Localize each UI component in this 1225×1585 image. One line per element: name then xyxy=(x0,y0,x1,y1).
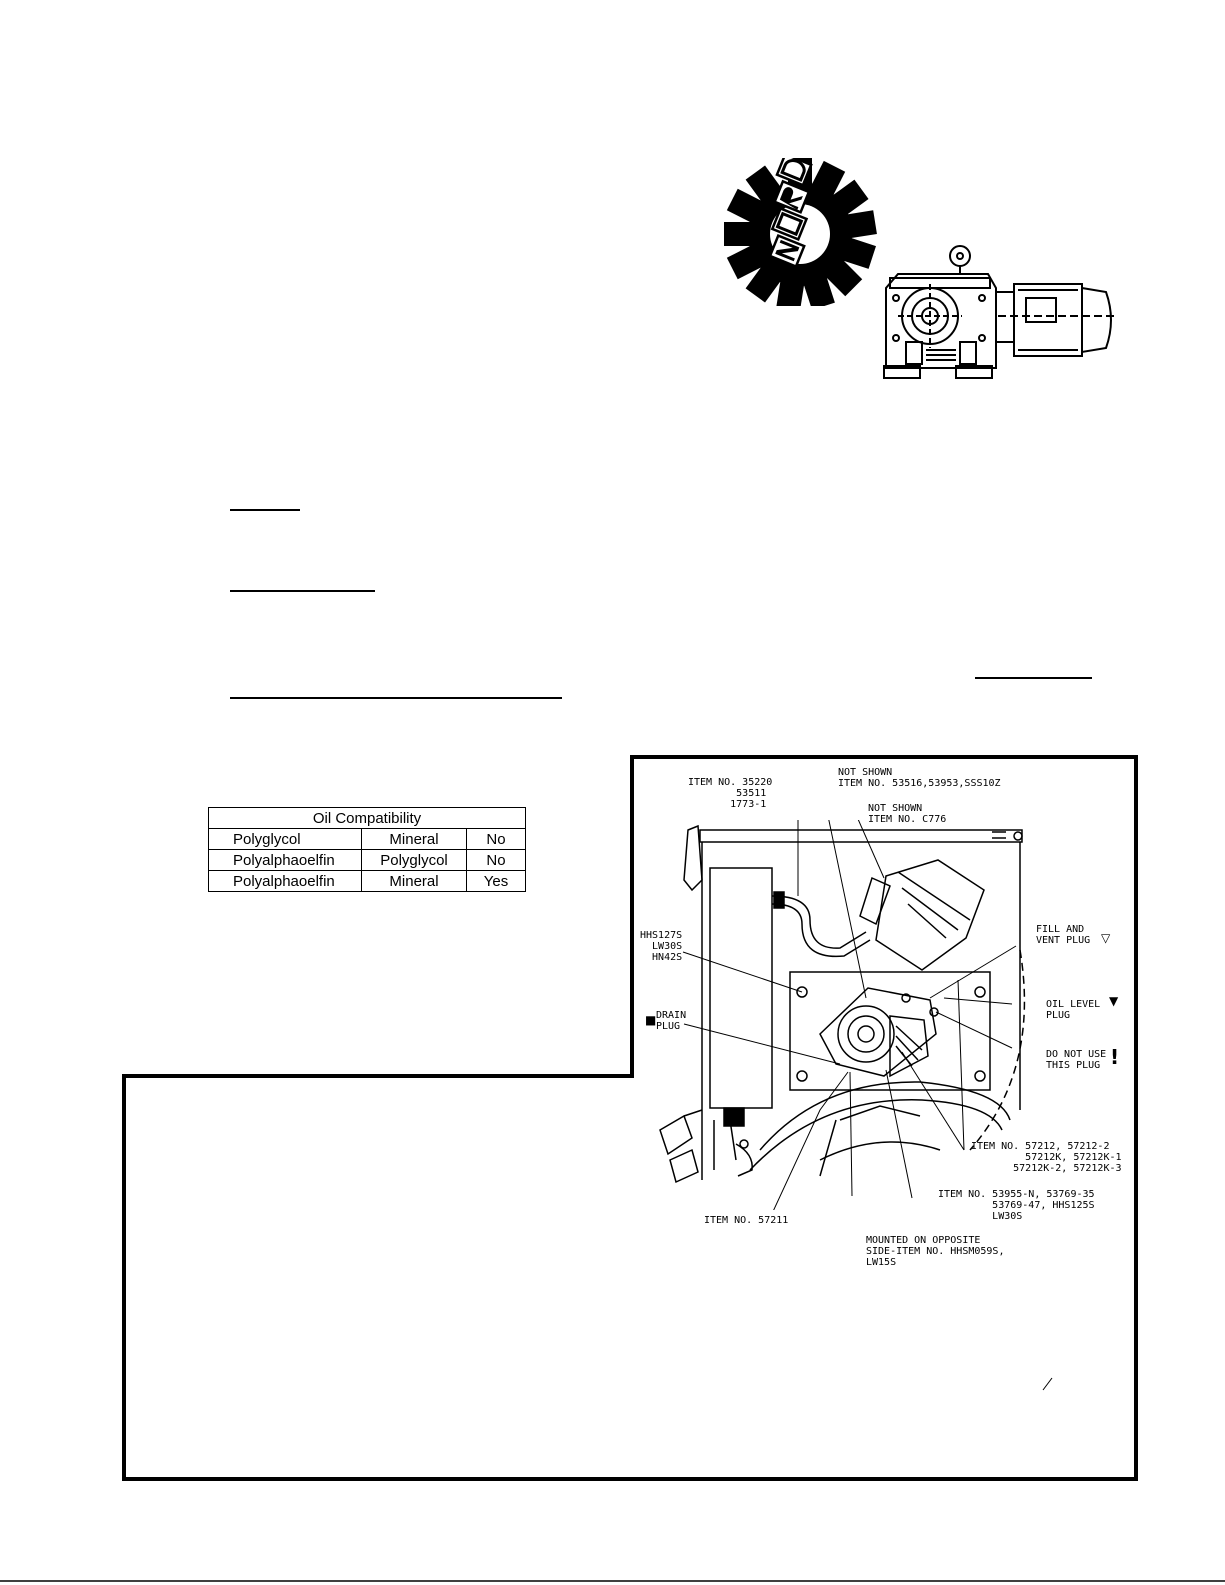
table-cell: Polyglycol xyxy=(361,849,467,871)
label-oil-level-plug: OIL LEVEL PLUG xyxy=(1046,999,1101,1021)
blank-underline-4 xyxy=(230,697,562,699)
label-fill-vent-plug: FILL AND VENT PLUG xyxy=(1036,924,1091,946)
table-cell: Polyalphaoelfin xyxy=(208,870,362,892)
do-not-use-symbol: ! xyxy=(1110,1045,1120,1069)
oil-compatibility-table: Oil Compatibility Polyglycol Mineral No … xyxy=(208,807,526,892)
blank-underline-2 xyxy=(230,590,375,592)
label-hhs127s: HHS127S LW30S HN42S xyxy=(640,930,683,963)
label-not-shown-2: NOT SHOWN ITEM NO. C776 xyxy=(868,803,947,825)
table-cell: Mineral xyxy=(361,870,467,892)
label-mounted-opposite: MOUNTED ON OPPOSITE SIDE-ITEM NO. HHSM05… xyxy=(866,1235,1005,1268)
table-row: Polyglycol Mineral No xyxy=(208,828,526,850)
table-cell: Polyalphaoelfin xyxy=(208,849,362,871)
blank-underline-1 xyxy=(230,509,300,511)
label-drain-plug: DRAIN PLUG xyxy=(656,1010,687,1032)
blank-underline-3 xyxy=(975,677,1092,679)
label-item-57212: ITEM NO. 57212, 57212-2 57212K, 57212K-1… xyxy=(971,1141,1122,1174)
oil-level-symbol: ▼ xyxy=(1109,994,1119,1008)
table-row: Polyalphaoelfin Polyglycol No xyxy=(208,849,526,871)
label-do-not-use-plug: DO NOT USE THIS PLUG xyxy=(1046,1049,1107,1071)
label-not-shown-1: NOT SHOWN ITEM NO. 53516,53953,SSS10Z xyxy=(838,767,1001,789)
gearbox-diagram xyxy=(659,820,1026,1210)
nord-logo xyxy=(724,158,877,306)
drain-plug-symbol: ■ xyxy=(645,1013,657,1027)
label-item-53955: ITEM NO. 53955-N, 53769-35 53769-47, HHS… xyxy=(938,1189,1095,1222)
table-row: Polyalphaoelfin Mineral Yes xyxy=(208,870,526,892)
fill-vent-symbol: ▽ xyxy=(1101,931,1111,945)
table-cell: Yes xyxy=(466,870,526,892)
label-item-35220: ITEM NO. 35220 53511 1773-1 xyxy=(688,777,773,810)
label-item-57211: ITEM NO. 57211 xyxy=(704,1215,789,1226)
gear-motor-illustration xyxy=(883,245,1118,379)
